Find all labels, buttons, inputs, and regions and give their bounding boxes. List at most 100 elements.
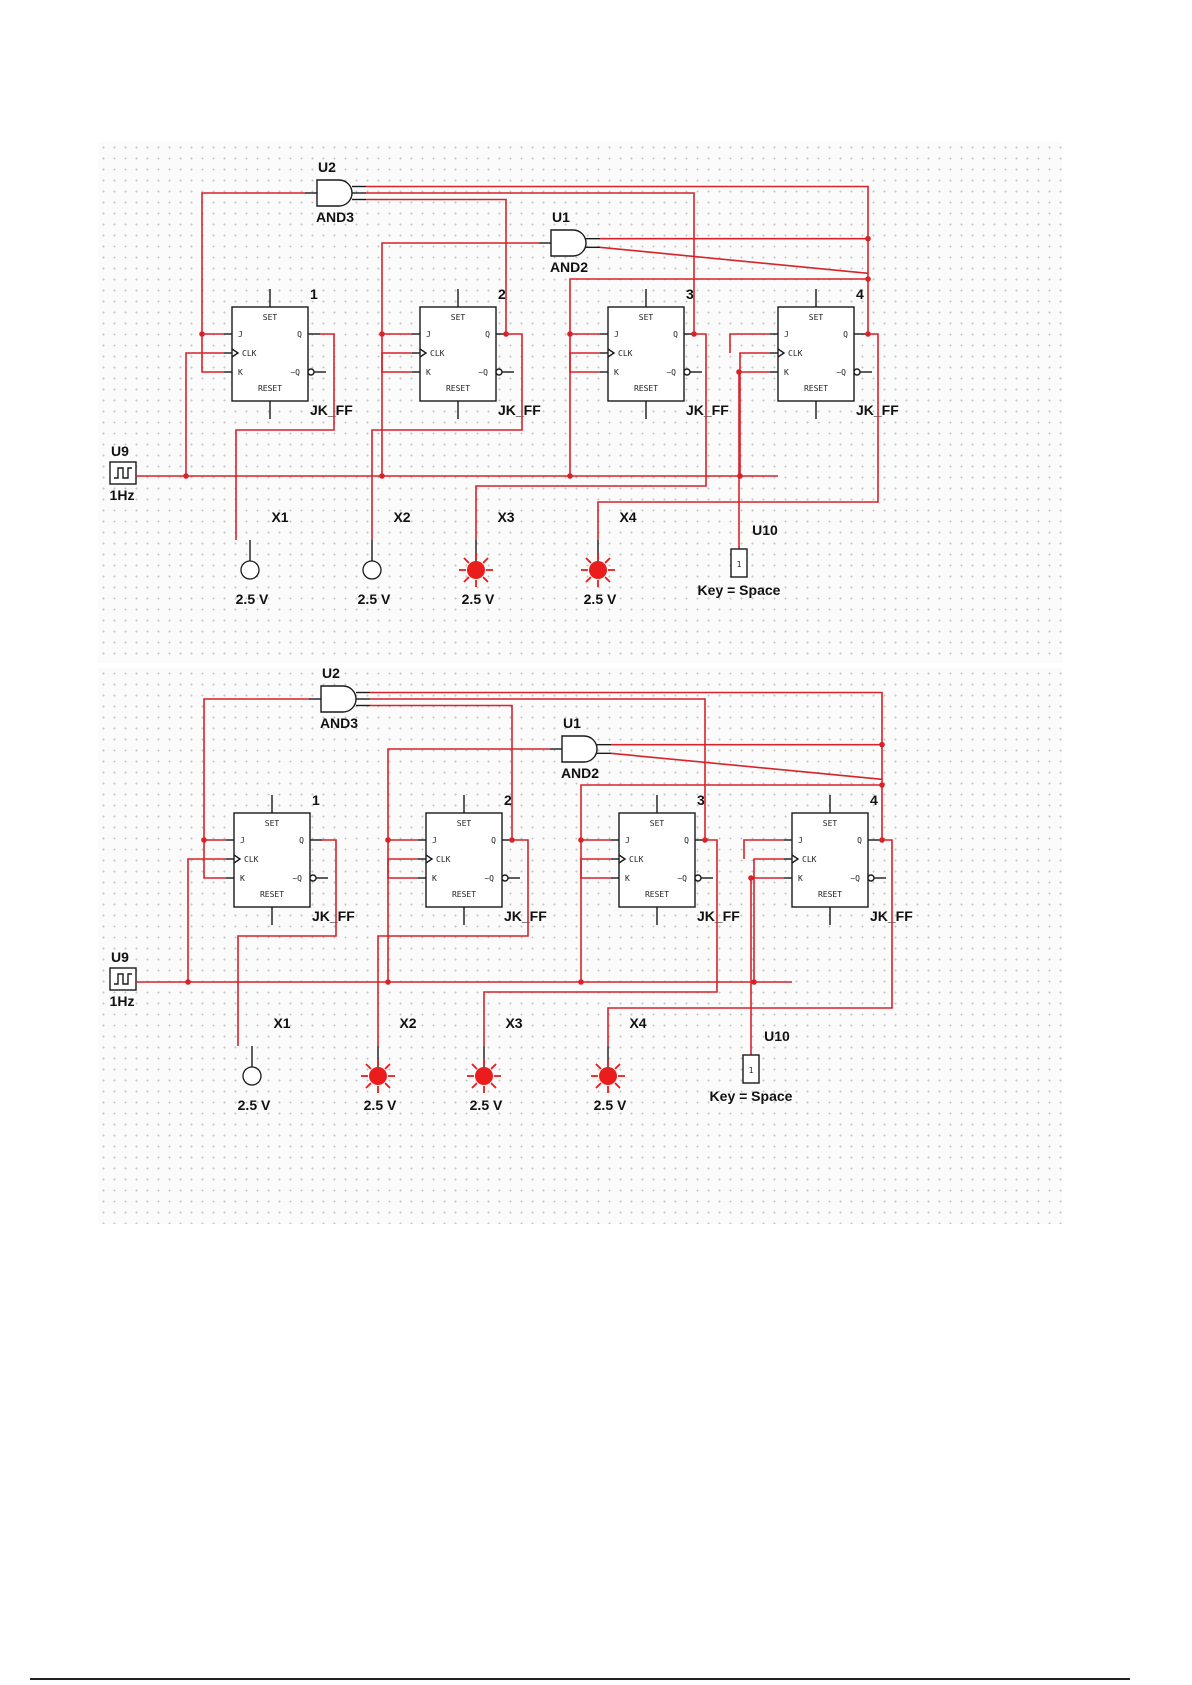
lamp-ray — [490, 1063, 497, 1070]
q3-wire — [475, 333, 707, 540]
j1-wire — [203, 698, 309, 841]
junction-dot — [578, 979, 584, 985]
inverter-bubble-icon — [495, 368, 503, 376]
gate-ref-label: U2 — [322, 665, 340, 681]
probe-x1: X12.5 V — [236, 509, 289, 607]
clock-triangle-icon — [233, 854, 242, 864]
j2-wire — [381, 242, 539, 335]
junction-dot — [879, 837, 885, 843]
schematic-panel-top — [98, 142, 1062, 663]
q3-wire — [483, 839, 718, 1046]
probe-ref-label: X2 — [393, 509, 410, 525]
junction-dot — [748, 875, 754, 881]
lamp-on-icon — [467, 561, 485, 579]
probe-x2: X22.5 V — [361, 1015, 417, 1113]
probe-voltage-label: 2.5 V — [462, 591, 495, 607]
reset-label: RESET — [260, 890, 284, 899]
gate-type-label: AND2 — [550, 259, 588, 275]
key-binding-label: Key = Space — [710, 1088, 793, 1104]
clock-ref-label: U9 — [111, 443, 129, 459]
junction-dot — [385, 837, 391, 843]
lamp-ray — [365, 1082, 372, 1089]
junction-dot — [509, 837, 515, 843]
q-label: Q — [485, 330, 490, 339]
q-label: Q — [491, 836, 496, 845]
clk-label: CLK — [788, 349, 803, 358]
probe-voltage-label: 2.5 V — [364, 1097, 397, 1113]
q4-wire — [607, 839, 893, 1046]
flipflop-body — [425, 812, 503, 908]
flipflop-number: 4 — [870, 792, 878, 808]
j-label: J — [625, 836, 630, 845]
probe-voltage-label: 2.5 V — [238, 1097, 271, 1113]
clock-triangle-icon — [419, 348, 428, 358]
lamp-ray — [463, 557, 470, 564]
set-label: SET — [823, 819, 838, 828]
clk-label: CLK — [430, 349, 445, 358]
lamp-ray — [471, 1082, 478, 1089]
set-label: SET — [639, 313, 654, 322]
gate-type-label: AND3 — [320, 715, 358, 731]
clk-wire — [753, 858, 784, 982]
k3-wire — [569, 334, 600, 373]
junction-dot — [865, 331, 871, 337]
clock-triangle-icon — [618, 854, 627, 864]
j-label: J — [238, 330, 243, 339]
k1-wire — [201, 334, 224, 373]
set-label: SET — [809, 313, 824, 322]
key-value: 1 — [749, 1066, 754, 1075]
probe-x3: X32.5 V — [467, 1015, 523, 1113]
probe-ref-label: X4 — [629, 1015, 646, 1031]
j-label: J — [614, 330, 619, 339]
inverter-bubble-icon — [867, 874, 875, 882]
junction-dot — [879, 741, 885, 748]
junction-dot — [737, 473, 743, 479]
clk-label: CLK — [436, 855, 451, 864]
and-gate-icon — [550, 229, 587, 257]
q4-to-and3 — [366, 185, 869, 334]
q1-wire — [235, 333, 335, 540]
j4-wire — [729, 333, 770, 353]
q2-to-and3 — [366, 198, 507, 334]
reset-label: RESET — [818, 890, 842, 899]
set-label: SET — [650, 819, 665, 828]
key-box[interactable] — [730, 548, 748, 578]
flipflop-type-label: JK_FF — [686, 402, 729, 418]
inverter-bubble-icon — [309, 874, 317, 882]
inverter-bubble-icon — [694, 874, 702, 882]
key-value: 1 — [737, 560, 742, 569]
flipflop-type-label: JK_FF — [504, 908, 547, 924]
key-box[interactable] — [742, 1054, 760, 1084]
j-label: J — [240, 836, 245, 845]
q3-to-and3 — [370, 698, 706, 840]
lamp-ray — [595, 1082, 602, 1089]
flipflop-number: 1 — [310, 286, 318, 302]
junction-dot — [702, 837, 708, 843]
junction-dot — [201, 837, 207, 843]
reset-label: RESET — [634, 384, 658, 393]
junction-dot — [736, 369, 742, 375]
junction-dot — [691, 331, 697, 337]
q4-wire — [597, 333, 879, 540]
lamp-ray — [585, 576, 592, 583]
probe-x4: X42.5 V — [591, 1015, 647, 1113]
square-wave-icon — [114, 467, 132, 479]
flipflop-type-label: JK_FF — [310, 402, 353, 418]
key-binding-label: Key = Space — [698, 582, 781, 598]
flipflop-body — [777, 306, 855, 402]
flipflop-number: 2 — [504, 792, 512, 808]
and-gate-icon — [561, 735, 598, 763]
lamp-ray — [482, 557, 489, 564]
lamp-ray — [604, 557, 611, 564]
and-gate-icon — [316, 179, 353, 207]
gate-ref-label: U1 — [563, 715, 581, 731]
q-label: Q — [673, 330, 678, 339]
q4-to-and3 — [370, 691, 883, 840]
clock-triangle-icon — [425, 854, 434, 864]
